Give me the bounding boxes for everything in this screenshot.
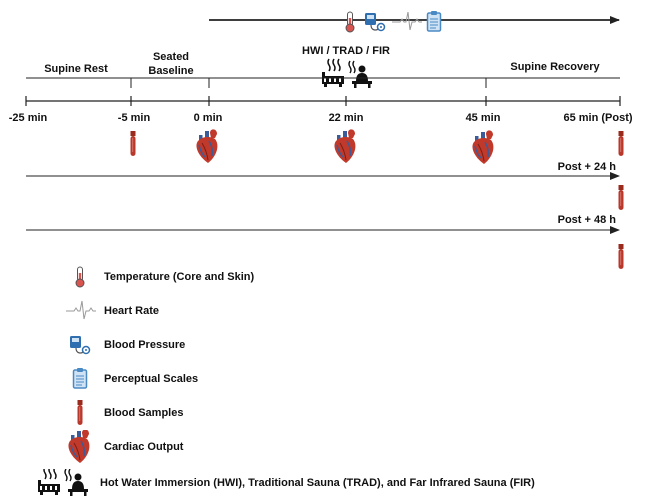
- legend-item: Cardiac Output: [60, 430, 184, 464]
- timepoint-label: 65 min (Post): [563, 112, 632, 124]
- timepoint-label: 0 min: [194, 112, 223, 124]
- phase-baseline: Baseline: [148, 65, 193, 77]
- clipboard-icon: [426, 10, 442, 32]
- legend-label: Blood Samples: [104, 407, 184, 419]
- blood-tube-icon: [618, 131, 624, 156]
- heart-rate-icon: [60, 298, 100, 324]
- legend-label: Heart Rate: [104, 305, 160, 317]
- heart-icon: [60, 430, 100, 464]
- timepoint-label: -25 min: [9, 112, 48, 124]
- legend-label: Cardiac Output: [104, 441, 184, 453]
- phase-dividers: [130, 78, 487, 88]
- sauna-person-icon: [348, 60, 373, 89]
- measurement-icons: [345, 10, 442, 33]
- blood-pressure-icon: [60, 332, 100, 358]
- legend-item: Blood Samples: [60, 400, 183, 426]
- legend-label: Hot Water Immersion (HWI), Traditional S…: [100, 477, 535, 489]
- legend-label: Perceptual Scales: [104, 373, 199, 385]
- hwi-tub-icon: [321, 58, 345, 88]
- legend-item: Perceptual Scales: [60, 366, 198, 392]
- timepoint-label: 22 min: [329, 112, 364, 124]
- blood-pressure-icon: [364, 12, 386, 32]
- followup-48h-label: Post + 48 h: [558, 214, 617, 226]
- heart-icon: [195, 128, 219, 164]
- clipboard-icon: [60, 366, 100, 392]
- timepoint-label: 45 min: [466, 112, 501, 124]
- heart-icon: [333, 128, 357, 164]
- blood-tube-icon: [618, 244, 624, 269]
- heart-icon: [471, 129, 495, 165]
- phase-supine-rest: Supine Rest: [44, 63, 108, 75]
- hwi-sauna-icon: [30, 469, 96, 497]
- phase-supine-recovery: Supine Recovery: [510, 61, 600, 73]
- heart-rate-icon: [391, 11, 423, 31]
- blood-tube-icon: [60, 400, 100, 426]
- legend-item: Temperature (Core and Skin): [60, 264, 254, 290]
- thermometer-icon: [60, 264, 100, 290]
- legend-item: Hot Water Immersion (HWI), Traditional S…: [30, 469, 535, 497]
- blood-tube-icon: [130, 131, 136, 156]
- timeline-ticks: [25, 96, 621, 106]
- blood-tube-icon: [618, 185, 624, 210]
- phase-seated: Seated: [153, 51, 189, 63]
- followup-24h-label: Post + 24 h: [558, 161, 617, 173]
- legend-label: Blood Pressure: [104, 339, 186, 351]
- thermometer-icon: [345, 11, 355, 33]
- legend-label: Temperature (Core and Skin): [104, 271, 255, 283]
- timepoint-label: -5 min: [118, 112, 151, 124]
- phase-intervention: HWI / TRAD / FIR: [302, 45, 390, 57]
- legend-item: Heart Rate: [60, 298, 159, 324]
- legend-item: Blood Pressure: [60, 332, 185, 358]
